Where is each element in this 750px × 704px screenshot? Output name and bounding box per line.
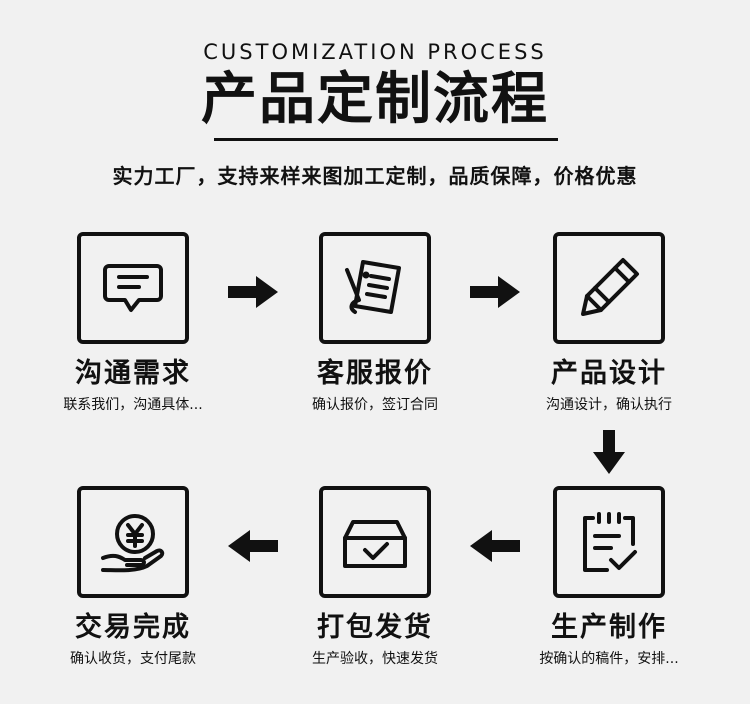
step-quote: 客服报价 确认报价，签订合同	[275, 232, 475, 414]
arrow-right-icon	[228, 276, 278, 308]
step-communicate: 沟通需求 联系我们，沟通具体...	[33, 232, 233, 414]
yen-coin-hand-icon	[101, 514, 165, 573]
step-title: 交易完成	[75, 612, 191, 643]
step-title: 打包发货	[317, 612, 433, 643]
step-desc: 沟通设计，确认执行	[546, 397, 672, 413]
arrow-right-icon	[470, 276, 520, 308]
clipboard-check-icon	[583, 512, 637, 572]
header-title-zh: 产品定制流程	[201, 67, 549, 132]
step-desc: 确认收货，支付尾款	[70, 651, 196, 667]
step-finish: 交易完成 确认收货，支付尾款	[33, 486, 233, 668]
step-design: 产品设计 沟通设计，确认执行	[509, 232, 709, 414]
step-ship: 打包发货 生产验收，快速发货	[275, 486, 475, 668]
header-title-en: CUSTOMIZATION PROCESS	[203, 40, 547, 64]
step-title: 客服报价	[317, 358, 433, 389]
arrow-left-icon	[228, 530, 278, 562]
chat-icon	[103, 264, 163, 312]
step-title: 产品设计	[551, 358, 667, 389]
step-desc: 确认报价，签订合同	[312, 397, 438, 413]
step-icon-box	[77, 232, 189, 344]
step-icon-box	[77, 486, 189, 598]
header-underline	[214, 138, 558, 141]
document-list-icon	[345, 260, 401, 314]
step-icon-box	[553, 232, 665, 344]
step-icon-box	[319, 486, 431, 598]
step-icon-box	[553, 486, 665, 598]
step-title: 生产制作	[551, 612, 667, 643]
pencil-icon	[581, 258, 639, 316]
box-check-icon	[343, 520, 407, 568]
step-desc: 按确认的稿件，安排...	[539, 651, 679, 667]
step-desc: 联系我们，沟通具体...	[63, 397, 203, 413]
step-icon-box	[319, 232, 431, 344]
arrow-left-icon	[470, 530, 520, 562]
step-production: 生产制作 按确认的稿件，安排...	[509, 486, 709, 668]
step-desc: 生产验收，快速发货	[312, 651, 438, 667]
step-title: 沟通需求	[75, 358, 191, 389]
arrow-down-icon	[593, 430, 625, 474]
tagline: 实力工厂，支持来样来图加工定制，品质保障，价格优惠	[112, 164, 638, 188]
